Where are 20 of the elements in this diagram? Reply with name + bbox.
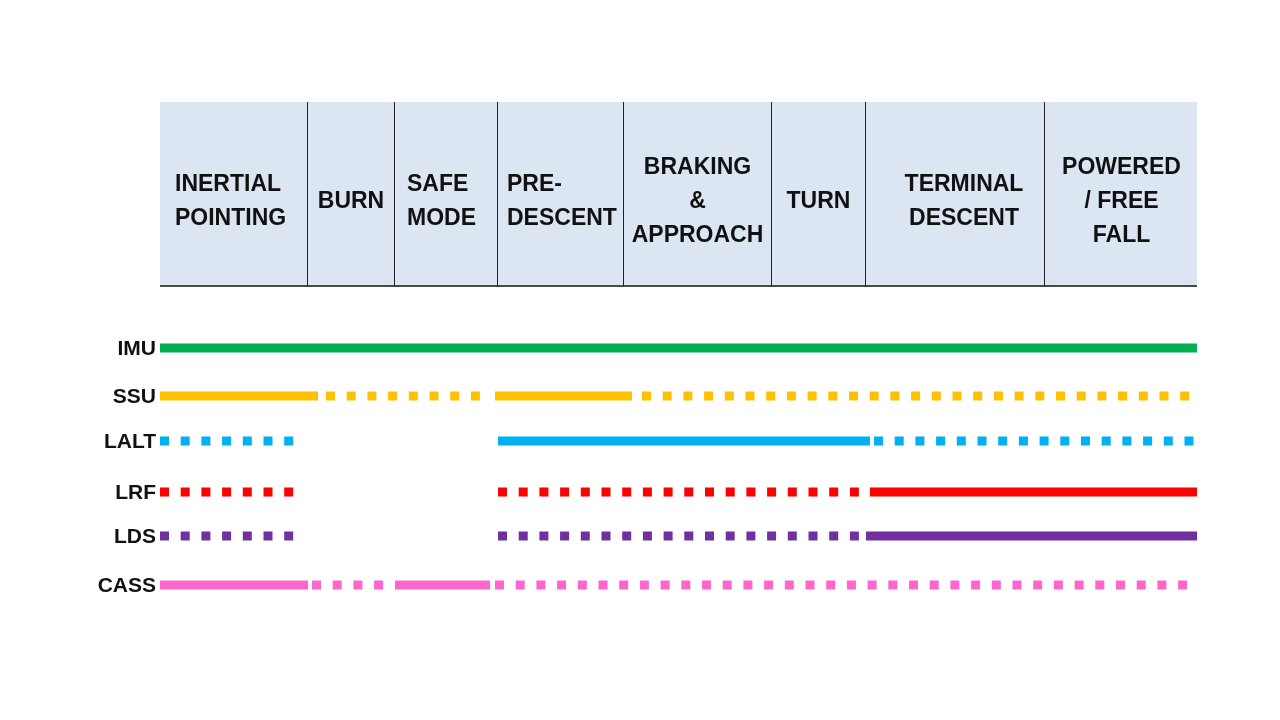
- phase-header: INERTIAL POINTING: [160, 102, 308, 287]
- sensor-timeline: [160, 343, 1197, 353]
- phase-header: POWERED / FREE FALL: [1045, 102, 1197, 287]
- sensor-timeline: [160, 580, 1188, 590]
- sensor-label: CASS: [97, 573, 156, 597]
- sensor-timeline: [160, 531, 1197, 541]
- phase-header: TERMINAL DESCENT: [866, 102, 1045, 287]
- phase-header: TURN: [772, 102, 866, 287]
- sensor-label: SSU: [112, 384, 156, 408]
- sensor-timeline: [160, 436, 1194, 446]
- sensor-label: LRF: [115, 480, 156, 504]
- phase-header: BURN: [308, 102, 395, 287]
- phase-header: BRAKING & APPROACH: [624, 102, 772, 287]
- sensor-label: LDS: [114, 524, 156, 548]
- sensor-label: IMU: [117, 336, 156, 360]
- phase-header: SAFE MODE: [395, 102, 498, 287]
- phase-header: PRE-DESCENT: [498, 102, 624, 287]
- sensor-label: LALT: [103, 429, 156, 453]
- sensor-timeline: [160, 487, 1197, 497]
- sensor-timeline: [160, 391, 1190, 401]
